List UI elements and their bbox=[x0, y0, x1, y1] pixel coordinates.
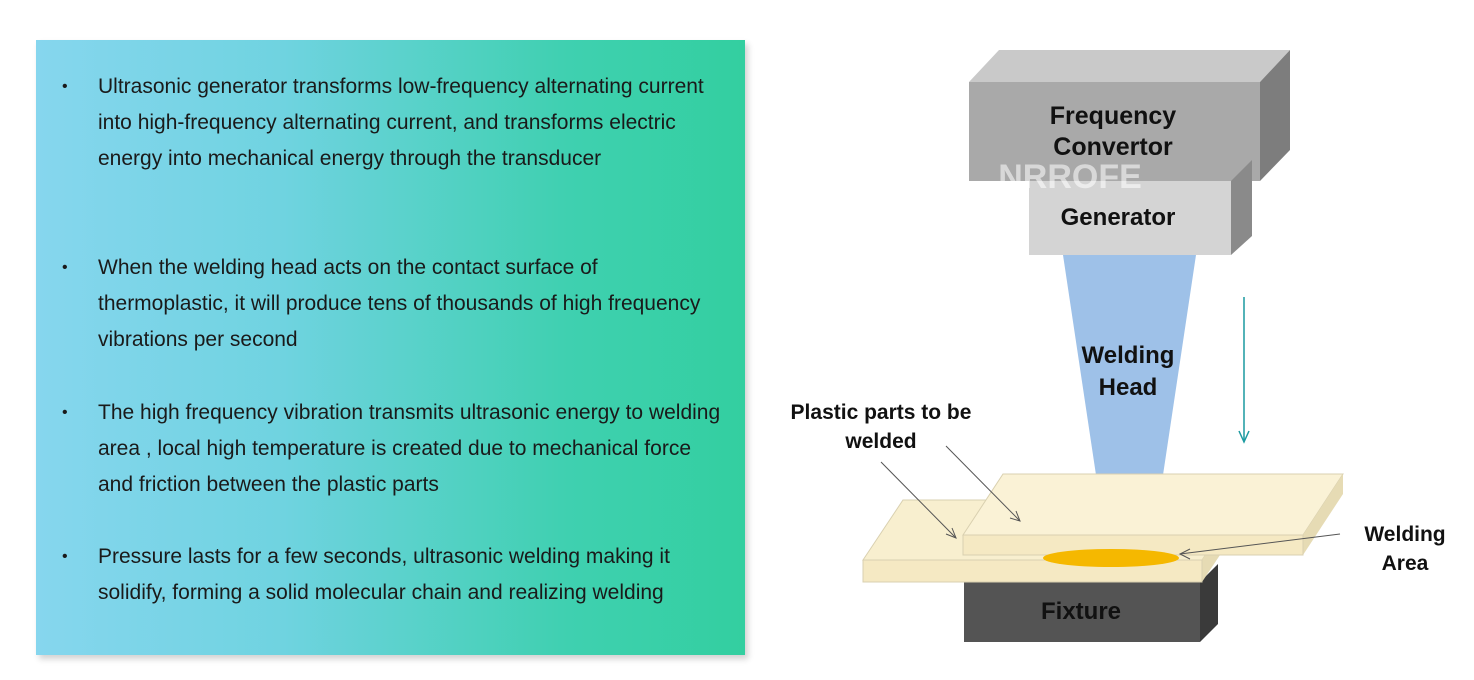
fixture-block bbox=[964, 582, 1200, 642]
upper-plate-top bbox=[962, 473, 1344, 536]
converter-box bbox=[969, 82, 1260, 181]
bullet-item-1: • Ultrasonic generator transforms low-fr… bbox=[62, 69, 728, 177]
welding-area-label-2: Area bbox=[1382, 552, 1429, 575]
converter-label-1: Frequency bbox=[1050, 102, 1177, 130]
pressure-arrow-head bbox=[1238, 430, 1250, 444]
fixture-label: Fixture bbox=[1041, 598, 1121, 625]
bullet-text: The high frequency vibration transmits u… bbox=[98, 401, 721, 496]
plastic-parts-label-1: Plastic parts to be bbox=[791, 401, 972, 424]
converter-box-side bbox=[1260, 50, 1290, 181]
bullet-item-3: • The high frequency vibration transmits… bbox=[62, 395, 728, 503]
bullet-text: Ultrasonic generator transforms low-freq… bbox=[98, 75, 704, 170]
plastic-parts-pointer-1 bbox=[880, 461, 957, 539]
plastic-parts-pointer-2 bbox=[945, 445, 1021, 522]
converter-label-2: Convertor bbox=[1053, 133, 1173, 161]
bullet-item-4: • Pressure lasts for a few seconds, ultr… bbox=[62, 539, 728, 611]
welding-area-pointer bbox=[1179, 533, 1341, 555]
welding-head-label-1: Welding bbox=[1082, 342, 1175, 369]
plastic-parts-pointer-1-head bbox=[945, 527, 957, 539]
bullet-dot: • bbox=[62, 548, 68, 565]
welding-area-pointer-head bbox=[1178, 548, 1191, 560]
welding-head-label-2: Head bbox=[1099, 374, 1158, 401]
generator-box-side bbox=[1231, 160, 1252, 255]
plastic-parts-pointer-2-head bbox=[1009, 510, 1021, 522]
watermark: NRROFE bbox=[998, 158, 1142, 196]
bullet-text: When the welding head acts on the contac… bbox=[98, 256, 701, 351]
bullet-dot: • bbox=[62, 404, 68, 421]
fixture-side bbox=[1200, 564, 1218, 642]
welding-area-ellipse bbox=[1043, 549, 1179, 567]
bullet-dot: • bbox=[62, 78, 68, 95]
text-panel: • Ultrasonic generator transforms low-fr… bbox=[36, 40, 745, 655]
converter-box-top bbox=[969, 50, 1290, 82]
bullet-item-2: • When the welding head acts on the cont… bbox=[62, 250, 728, 358]
generator-box bbox=[1029, 181, 1231, 255]
bullet-text: Pressure lasts for a few seconds, ultras… bbox=[98, 545, 670, 604]
bullet-dot: • bbox=[62, 259, 68, 276]
welding-head-cone bbox=[1063, 255, 1196, 475]
plastic-parts-label-2: welded bbox=[844, 430, 916, 453]
generator-label: Generator bbox=[1061, 204, 1176, 231]
upper-plate-side bbox=[1303, 474, 1343, 555]
welding-area-label-1: Welding bbox=[1364, 523, 1445, 546]
